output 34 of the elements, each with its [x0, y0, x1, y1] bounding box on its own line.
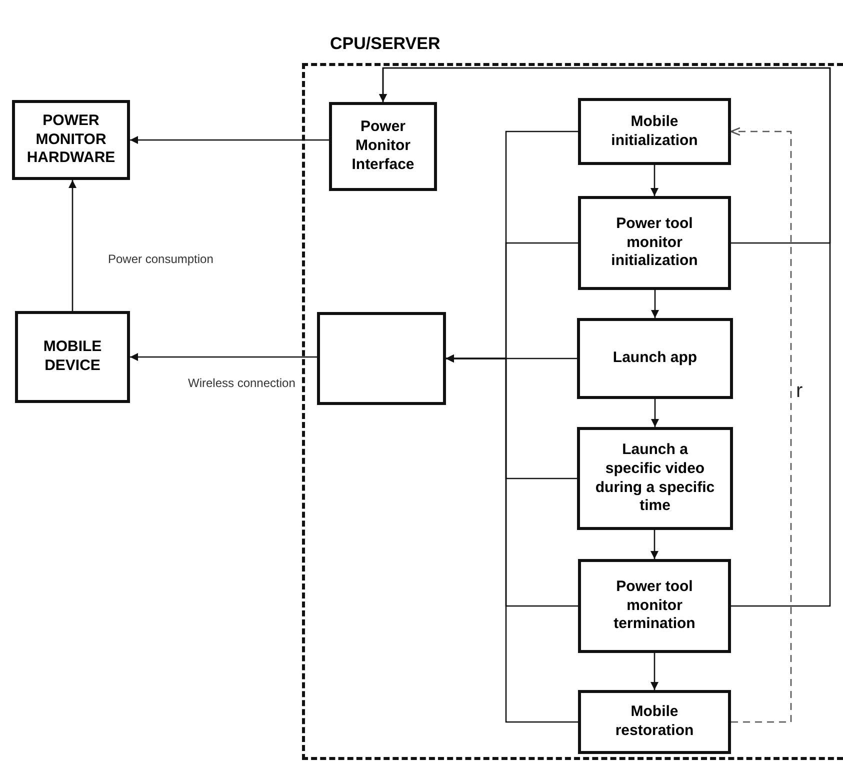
process-box: [577, 318, 733, 399]
arrow: [650, 530, 658, 559]
edge-label: Power consumption: [108, 252, 214, 266]
edge-label: Wireless connection: [188, 376, 296, 390]
box-label: MOBILE DEVICE: [42, 338, 103, 376]
process-box: [578, 98, 731, 165]
arrow: [379, 67, 831, 607]
region-heading: CPU/SERVER: [330, 34, 440, 54]
process-box: [15, 311, 130, 403]
arrow: [130, 136, 329, 144]
process-box: [578, 559, 731, 653]
arrow: [650, 653, 658, 690]
process-box: [329, 102, 437, 191]
arrow: [68, 180, 76, 311]
box-label: Power tool monitor termination: [612, 578, 696, 634]
arrow: [650, 165, 658, 196]
box-label: Power tool monitor initialization: [610, 214, 699, 272]
process-box: [577, 427, 733, 530]
arrow: [130, 353, 317, 361]
process-box: [578, 196, 731, 290]
box-label: Mobile initialization: [610, 112, 699, 150]
arrow: [651, 290, 659, 318]
arrow: [446, 354, 578, 723]
arrow: [651, 399, 659, 427]
dashed-arrow: [730, 127, 792, 723]
process-box: [578, 690, 731, 754]
box-label: POWER MONITOR HARDWARE: [26, 112, 116, 168]
process-box: [12, 100, 130, 180]
box-label: Mobile restoration: [614, 703, 695, 741]
box-label: Launch app: [612, 349, 698, 368]
box-label: Launch a specific video during a specific time: [594, 441, 716, 516]
stray-letter: r: [796, 380, 803, 403]
box-label: Power Monitor Interface: [350, 118, 416, 175]
empty-box: [317, 312, 446, 405]
